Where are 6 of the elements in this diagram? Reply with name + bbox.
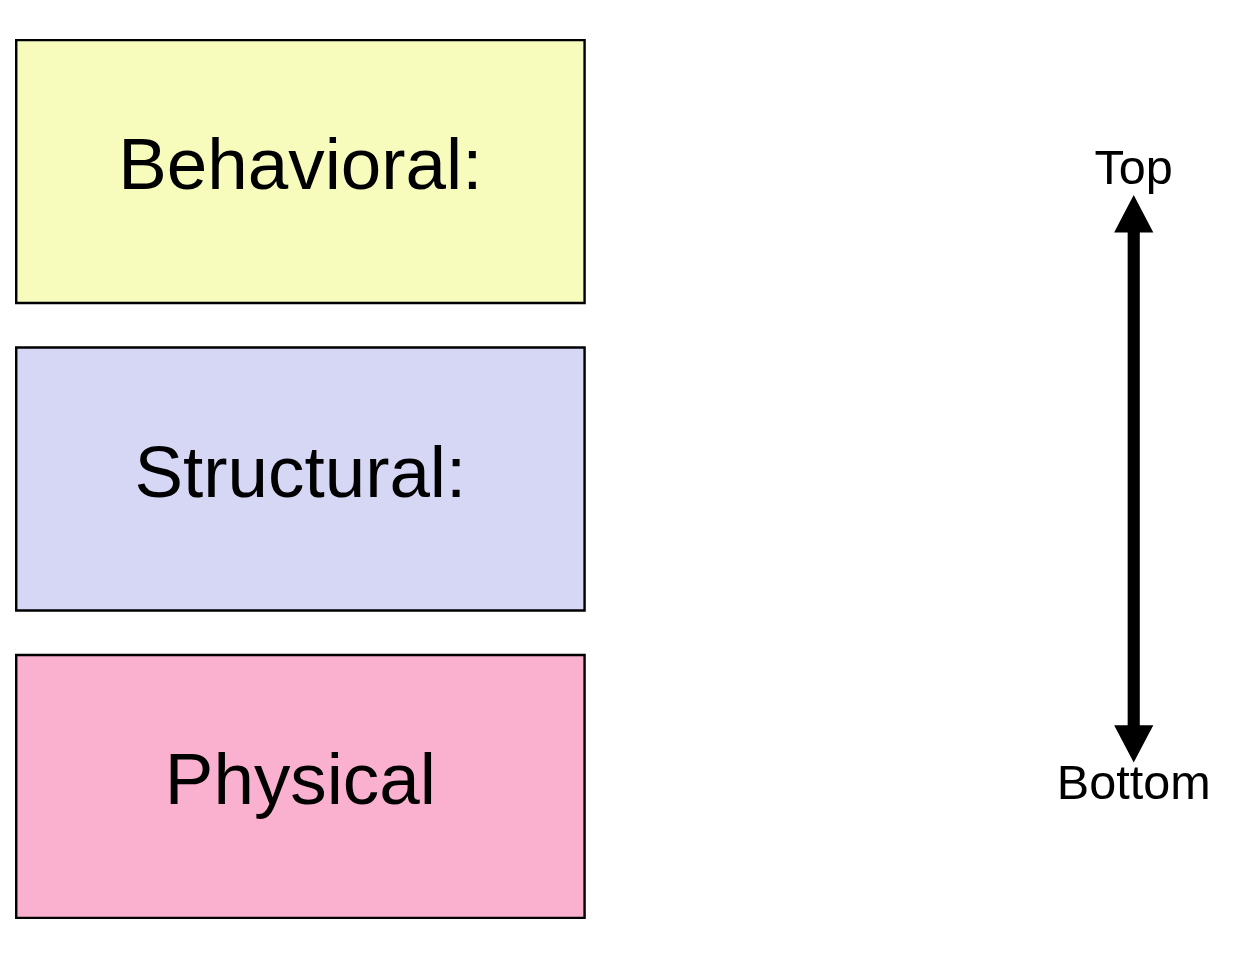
node-text: Bottom [1056, 754, 1211, 809]
node-box: Behavioral: [15, 38, 586, 304]
node-text: Top [1094, 139, 1173, 194]
node-box: Physical [15, 653, 586, 919]
arrow [1114, 194, 1154, 762]
node-box: Structural: [15, 345, 586, 612]
